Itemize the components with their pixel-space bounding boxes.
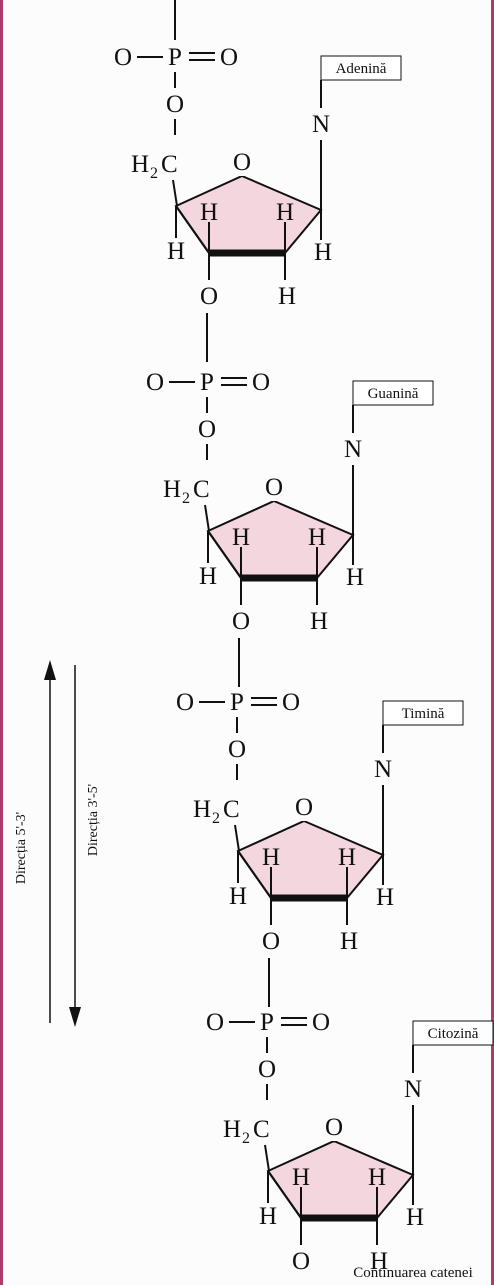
base-label-box [352,380,434,406]
caption-text: Continuarea catenei [353,1265,473,1281]
c4-hydrogen: H [199,563,217,590]
ch2-carbon: C [223,796,240,823]
c4-hydrogen: H [167,238,185,265]
c2-hydrogen-outer: H [278,283,296,310]
phosphorus-atom: P [200,369,214,396]
ring-left-edge [237,850,272,899]
ring-left-edge [175,205,210,254]
ring-left-edge [207,530,242,579]
c1-hydrogen: H [376,884,394,911]
c2-hydrogen-inner: H [276,199,294,226]
ribose-ring [206,499,355,579]
c4-hydrogen: H [229,883,247,910]
base-nitrogen: N [404,1076,422,1103]
ch2-hydrogen: H [163,476,181,503]
ch2-c4-bond [264,1144,270,1172]
phosphate-oxygen-right: O [220,44,238,71]
c2-hydrogen-inner: H [368,1164,386,1191]
base-nitrogen: N [344,436,362,463]
c3-oxygen: O [232,608,250,635]
c2-hydrogen-inner: H [308,524,326,551]
c3-oxygen: O [200,283,218,310]
phosphate-oxygen-left: O [176,689,194,716]
base-label: Timină [402,706,445,722]
ring-oxygen: O [295,794,313,821]
ch2-hydrogen: H [131,151,149,178]
ribose-ring [236,819,385,899]
c3-oxygen: O [262,928,280,955]
bridge-oxygen: O [258,1056,276,1083]
ring-left-edge [267,1170,302,1219]
bridge-oxygen: O [198,416,216,443]
c2-hydrogen-outer: H [370,1248,388,1275]
ribose-ring [266,1139,415,1219]
c3-hydrogen-inner: H [292,1164,310,1191]
ch2-c4-bond [234,824,240,852]
direction-5-3-label: Direcția 5'-3' [14,812,29,884]
ch2-hydrogen: H [193,796,211,823]
base-label: Guanină [368,386,419,402]
phosphate-oxygen-left: O [114,44,132,71]
ribose-ring [174,174,323,254]
ch2-carbon: C [253,1116,270,1143]
phosphate-oxygen-left: O [146,369,164,396]
ring-oxygen-bg [292,795,316,821]
c3-hydrogen-inner: H [200,199,218,226]
base-label: Citozină [428,1026,479,1042]
arrow-3-5-head [69,1007,81,1027]
c1-hydrogen: H [406,1204,424,1231]
ring-oxygen: O [325,1114,343,1141]
phosphorus-atom: P [230,689,244,716]
ring-oxygen-bg [262,475,286,501]
phosphate-oxygen-right: O [282,689,300,716]
ch2-subscript: 2 [150,165,158,182]
c2-hydrogen-outer: H [310,608,328,635]
base-nitrogen: N [312,111,330,138]
ring-oxygen: O [265,474,283,501]
ch2-c4-bond [172,179,178,207]
base-label: Adenină [336,61,387,77]
phosphorus-atom: P [260,1009,274,1036]
ch2-subscript: 2 [212,810,220,827]
ch2-c4-bond [204,504,210,532]
c1-hydrogen: H [346,564,364,591]
base-label-box [382,700,464,726]
ch2-subscript: 2 [182,490,190,507]
base-label-box [412,1020,494,1046]
phosphate-oxygen-right: O [252,369,270,396]
c2-hydrogen-outer: H [340,928,358,955]
bridge-oxygen: O [166,91,184,118]
c3-hydrogen-inner: H [262,844,280,871]
base-nitrogen: N [374,756,392,783]
ring-oxygen-bg [230,150,254,176]
phosphate-oxygen-right: O [312,1009,330,1036]
phosphate-oxygen-left: O [206,1009,224,1036]
c1-hydrogen: H [314,239,332,266]
ring-oxygen-bg [322,1115,346,1141]
phosphorus-atom: P [168,44,182,71]
bridge-oxygen: O [228,736,246,763]
c3-hydrogen-inner: H [232,524,250,551]
c3-oxygen: O [292,1248,310,1275]
ch2-carbon: C [161,151,178,178]
c4-hydrogen: H [259,1203,277,1230]
base-label-box [320,55,402,81]
c2-hydrogen-inner: H [338,844,356,871]
ch2-hydrogen: H [223,1116,241,1143]
ch2-subscript: 2 [242,1130,250,1147]
arrow-5-3-head [44,660,56,680]
ring-oxygen: O [233,149,251,176]
direction-3-5-label: Direcția 3'-5' [86,784,101,856]
ch2-carbon: C [193,476,210,503]
